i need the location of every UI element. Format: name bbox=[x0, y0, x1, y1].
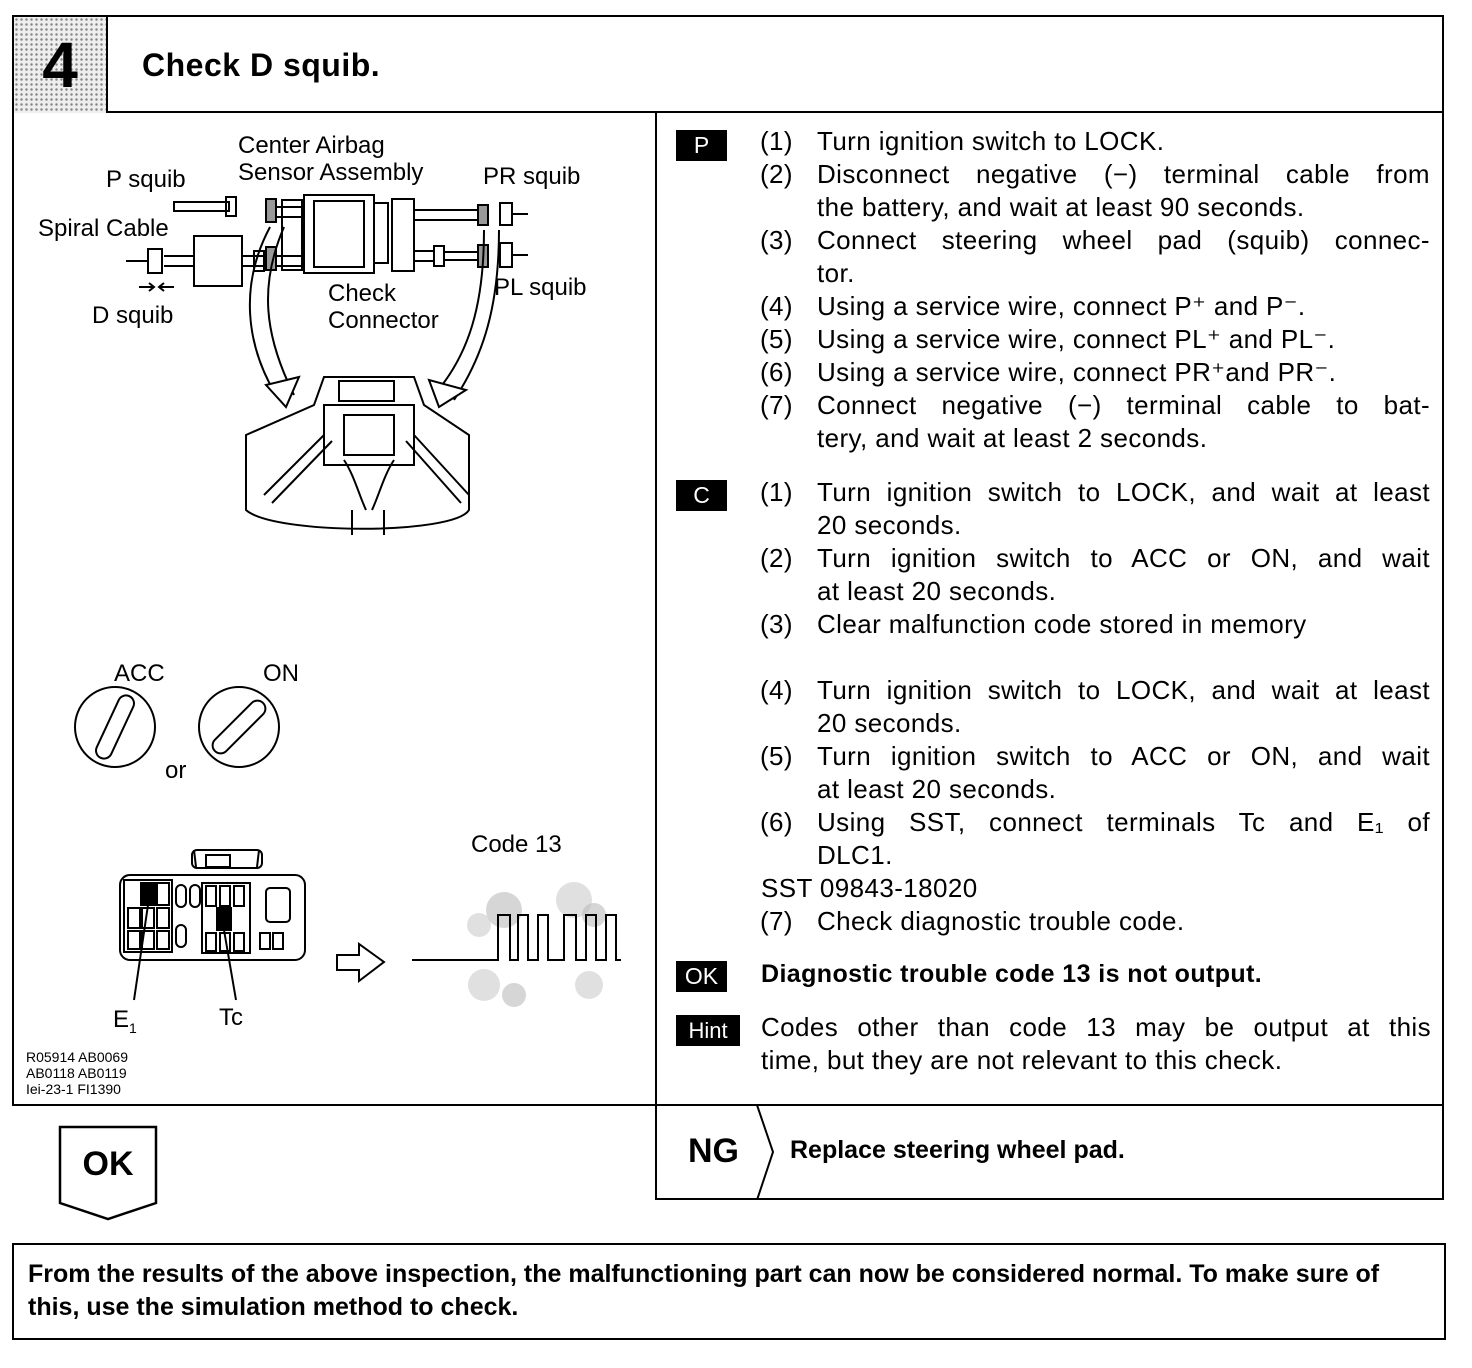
step-text-line: Using a service wire, connect PL⁺ and PL… bbox=[817, 324, 1336, 354]
step-text-line: Disconnect negative (−) terminal cable f… bbox=[817, 159, 1430, 189]
step-text-line: Turn ignition switch to ACC or ON, and w… bbox=[817, 741, 1430, 771]
ignition-switch-diagram bbox=[74, 686, 280, 768]
step-text-line: Connect negative (−) terminal cable to b… bbox=[817, 390, 1430, 420]
ok-branch-shape bbox=[58, 1125, 158, 1221]
label-acc: ACC bbox=[114, 660, 165, 687]
figure-ref-2: AB0118 AB0119 bbox=[26, 1065, 127, 1081]
step-number-box bbox=[14, 17, 108, 113]
hint-line-1: Codes other than code 13 may be output a… bbox=[761, 1012, 1431, 1042]
step-number: (1) bbox=[760, 477, 793, 507]
step-title: Check D squib. bbox=[142, 47, 381, 83]
label-tc: Tc bbox=[219, 1004, 243, 1031]
step-number: (7) bbox=[760, 390, 793, 420]
step-number: (3) bbox=[760, 609, 793, 639]
step-text-line: Using a service wire, connect P⁺ and P⁻. bbox=[817, 291, 1306, 321]
dlc1-connector-diagram bbox=[119, 849, 386, 1001]
tag-hint: Hint bbox=[676, 1015, 740, 1046]
hint-line-2: time, but they are not relevant to this … bbox=[761, 1045, 1283, 1075]
step-header: 4 Check D squib. bbox=[12, 15, 1444, 113]
label-or: or bbox=[165, 757, 187, 784]
conclusion-text: From the results of the above inspection… bbox=[28, 1260, 1380, 1321]
step-text-line: Clear malfunction code stored in memory bbox=[817, 609, 1307, 639]
label-connector: Connector bbox=[328, 307, 439, 334]
column-divider bbox=[655, 113, 657, 1106]
step-number: 4 bbox=[42, 29, 78, 101]
step-text-line: Connect steering wheel pad (squib) conne… bbox=[817, 225, 1430, 255]
step-text-line: tor. bbox=[817, 258, 855, 288]
step-number: (5) bbox=[760, 741, 793, 771]
step-number: (6) bbox=[760, 357, 793, 387]
step-number: (6) bbox=[760, 807, 793, 837]
step-text-line: 20 seconds. bbox=[817, 708, 962, 738]
label-pr-squib: PR squib bbox=[483, 163, 581, 190]
step-text-line: at least 20 seconds. bbox=[817, 576, 1057, 606]
illustration bbox=[74, 194, 621, 1007]
tag-c: C bbox=[676, 480, 727, 511]
conclusion-box bbox=[12, 1243, 1446, 1340]
main-panel bbox=[12, 113, 1444, 1106]
step-number: (4) bbox=[760, 675, 793, 705]
figure-ref-1: R05914 AB0069 bbox=[26, 1049, 128, 1065]
step-text-line: SST 09843-18020 bbox=[761, 873, 978, 903]
step-text-line: Turn ignition switch to LOCK, and wait a… bbox=[817, 477, 1430, 507]
label-e1: E1 bbox=[113, 1006, 137, 1036]
step-number: (4) bbox=[760, 291, 793, 321]
ok-branch-label: OK bbox=[82, 1145, 134, 1183]
label-p-squib: P squib bbox=[106, 166, 186, 193]
step-text-line: Turn ignition switch to LOCK, and wait a… bbox=[817, 675, 1430, 705]
tag-p: P bbox=[676, 130, 727, 161]
step-text-line: Check diagnostic trouble code. bbox=[817, 906, 1185, 936]
label-sensor-assembly: Sensor Assembly bbox=[238, 159, 424, 186]
step-number: (2) bbox=[760, 159, 793, 189]
airbag-harness-diagram bbox=[126, 194, 528, 535]
label-center-airbag: Center Airbag bbox=[238, 132, 385, 159]
code-13-waveform bbox=[412, 882, 621, 1007]
step-text-line: tery, and wait at least 2 seconds. bbox=[817, 423, 1208, 453]
figure-ref-3: Iei-23-1 FI1390 bbox=[26, 1081, 121, 1097]
label-d-squib: D squib bbox=[92, 302, 174, 329]
ng-chevron bbox=[756, 1105, 775, 1200]
step-text-line: 20 seconds. bbox=[817, 510, 962, 540]
step-number: (3) bbox=[760, 225, 793, 255]
ok-text: Diagnostic trouble code 13 is not output… bbox=[761, 960, 1263, 988]
step-text-line: Using a service wire, connect PR⁺and PR⁻… bbox=[817, 357, 1337, 387]
step-number: (1) bbox=[760, 126, 793, 156]
ng-label: NG bbox=[688, 1132, 739, 1170]
step-text-line: DLC1. bbox=[817, 840, 893, 870]
label-check: Check bbox=[328, 280, 397, 307]
label-pl-squib: PL squib bbox=[494, 274, 587, 301]
label-on: ON bbox=[263, 660, 299, 687]
step-text-line: at least 20 seconds. bbox=[817, 774, 1057, 804]
ng-branch-box bbox=[655, 1105, 1444, 1200]
step-text-line: the battery, and wait at least 90 second… bbox=[817, 192, 1305, 222]
step-number: (7) bbox=[760, 906, 793, 936]
step-text-line: Turn ignition switch to ACC or ON, and w… bbox=[817, 543, 1430, 573]
label-code-13: Code 13 bbox=[471, 831, 562, 858]
label-spiral-cable: Spiral Cable bbox=[38, 215, 169, 242]
ng-text: Replace steering wheel pad. bbox=[790, 1136, 1125, 1164]
step-text-line: Using SST, connect terminals Tc and E₁ o… bbox=[817, 807, 1430, 837]
step-number: (5) bbox=[760, 324, 793, 354]
step-number: (2) bbox=[760, 543, 793, 573]
tag-ok: OK bbox=[676, 961, 727, 992]
step-text-line: Turn ignition switch to LOCK. bbox=[817, 126, 1165, 156]
